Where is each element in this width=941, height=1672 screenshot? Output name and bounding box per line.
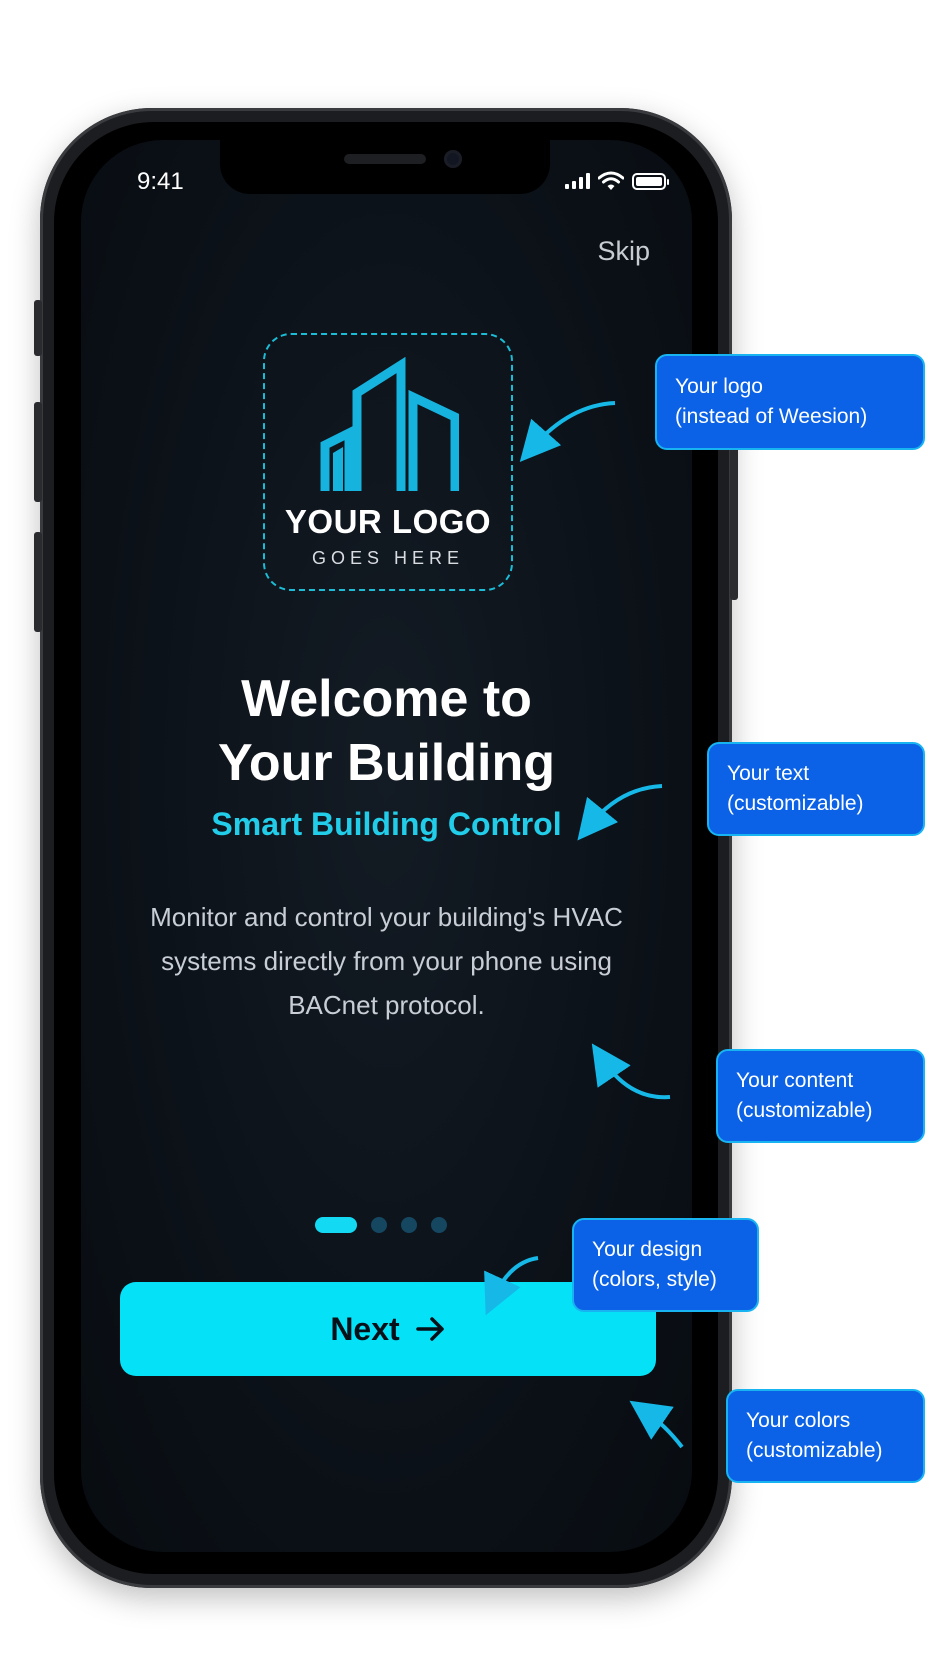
callout-colors: Your colors (customizable) [726,1389,925,1483]
callout-content-note: (customizable) [736,1099,873,1122]
welcome-title-line2: Your Building [218,734,555,792]
next-button-label: Next [330,1310,400,1347]
callout-content-title: Your content [736,1069,854,1092]
side-button-mute [34,300,42,356]
callout-colors-note: (customizable) [746,1439,883,1462]
logo-wordmark: YOUR LOGO [284,503,492,540]
cellular-signal-icon [565,173,590,189]
status-icons [565,171,669,191]
arrow-to-text [577,784,663,841]
arrow-to-content [591,1043,671,1100]
wifi-icon [598,171,624,190]
welcome-description: Monitor and control your building's HVAC… [101,895,672,1027]
callout-text: Your text (customizable) [707,742,925,836]
side-button-power [730,440,738,600]
arrow-to-design [484,1256,539,1316]
welcome-title: Welcome to Your Building [81,667,692,795]
callout-logo-note: (instead of Weesion) [675,405,868,428]
arrow-to-logo [519,401,616,463]
welcome-subtitle: Smart Building Control [211,806,562,842]
page-dot-4[interactable] [431,1217,447,1233]
phone-notch [220,140,550,194]
callout-colors-title: Your colors [746,1409,851,1432]
skip-button[interactable]: Skip [597,236,650,266]
speaker-grille [344,154,426,164]
callout-logo: Your logo (instead of Weesion) [655,354,925,450]
callout-content: Your content (customizable) [716,1049,925,1143]
page-indicator [315,1217,447,1233]
logo-tagline: GOES HERE [311,548,465,568]
front-camera [444,150,462,168]
building-logo-icon [320,357,459,491]
page-dot-1[interactable] [315,1217,357,1233]
welcome-title-line1: Welcome to [241,670,532,728]
callout-design-note: (colors, style) [592,1268,717,1291]
arrow-to-colors [629,1400,684,1449]
callout-logo-title: Your logo [675,375,763,398]
page-dot-3[interactable] [401,1217,417,1233]
battery-icon [632,172,669,190]
app-screen: 9:41 Skip YOUR LOGO GOES HERE Welcome to… [81,140,692,1552]
side-button-volume-down [34,532,42,632]
callout-text-note: (customizable) [727,792,864,815]
logo-placeholder: YOUR LOGO GOES HERE [263,333,513,591]
arrow-right-icon [415,1317,444,1341]
description-line3: BACnet protocol. [288,990,485,1020]
status-time: 9:41 [137,168,184,195]
callout-text-title: Your text [727,762,810,785]
callout-design: Your design (colors, style) [572,1218,759,1312]
side-button-volume-up [34,402,42,502]
description-line1: Monitor and control your building's HVAC [150,902,623,932]
page-dot-2[interactable] [371,1217,387,1233]
next-button[interactable]: Next [120,1282,656,1376]
callout-design-title: Your design [592,1238,703,1261]
description-line2: systems directly from your phone using [161,946,612,976]
